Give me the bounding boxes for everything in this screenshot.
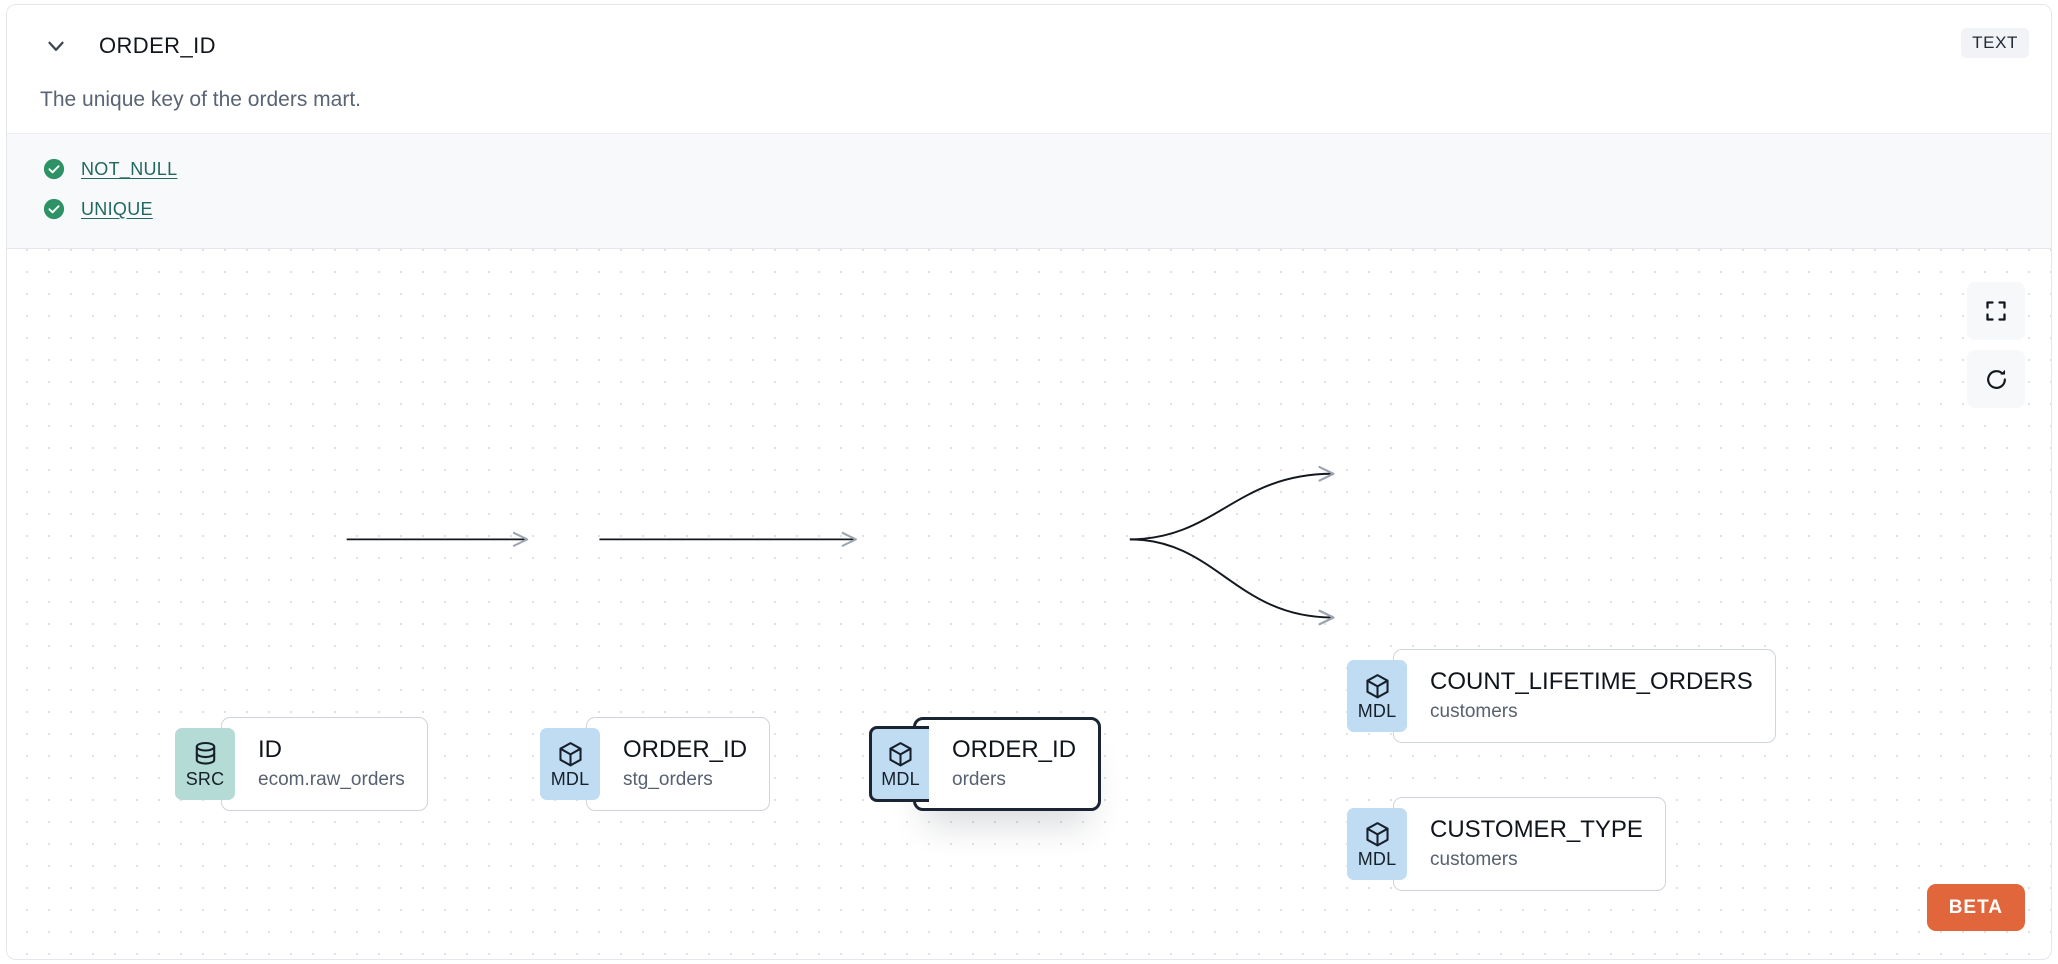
node-type-badge: SRC [175, 728, 235, 800]
page-title: ORDER_ID [99, 33, 216, 58]
node-type-label: SRC [185, 769, 225, 789]
node-type-label: MDL [1357, 849, 1397, 869]
node-column-name: ORDER_ID [952, 736, 1077, 764]
node-type-label: MDL [550, 769, 590, 789]
lineage-node-src[interactable]: SRC ID ecom.raw_orders [175, 717, 428, 811]
lineage-node-orders[interactable]: MDL ORDER_ID orders [869, 717, 1102, 811]
beta-badge[interactable]: BETA [1926, 884, 2025, 931]
node-body: ORDER_ID orders [913, 717, 1102, 811]
node-type-badge: MDL [1347, 660, 1407, 732]
column-description: The unique key of the orders mart. [40, 88, 361, 111]
lineage-node-customer-type[interactable]: MDL CUSTOMER_TYPE customers [1347, 797, 1666, 891]
fit-screen-icon[interactable] [1967, 282, 2025, 340]
tests-section: NOT_NULL UNIQUE [7, 133, 2051, 249]
node-parent-name: stg_orders [623, 768, 713, 790]
node-type-label: MDL [881, 769, 920, 789]
node-column-name: ID [258, 736, 282, 764]
node-body: ORDER_ID stg_orders [586, 717, 771, 811]
chevron-down-icon[interactable] [33, 25, 79, 67]
test-row: UNIQUE [7, 189, 2051, 229]
check-circle-icon [43, 158, 65, 180]
node-parent-name: customers [1430, 700, 1518, 722]
node-body: ID ecom.raw_orders [221, 717, 428, 811]
node-column-name: CUSTOMER_TYPE [1430, 816, 1643, 844]
node-type-label: MDL [1357, 701, 1397, 721]
test-link-not-null[interactable]: NOT_NULL [81, 158, 178, 179]
node-parent-name: ecom.raw_orders [258, 768, 405, 790]
header-title-row: ORDER_ID [7, 25, 2051, 67]
database-icon [195, 741, 215, 765]
cube-icon [889, 742, 912, 767]
canvas-controls [1967, 282, 2025, 408]
column-detail-panel: ORDER_ID TEXT The unique key of the orde… [6, 4, 2052, 960]
node-parent-name: customers [1430, 848, 1518, 870]
node-column-name: COUNT_LIFETIME_ORDERS [1430, 668, 1753, 696]
node-column-name: ORDER_ID [623, 736, 748, 764]
lineage-canvas[interactable]: SRC ID ecom.raw_orders MDL ORDER_ID stg_… [7, 249, 2051, 959]
node-type-badge: MDL [540, 728, 600, 800]
node-type-badge: MDL [1347, 808, 1407, 880]
edge-orders-customer-type [1129, 538, 1335, 626]
edge-orders-count [1129, 465, 1335, 541]
test-link-unique[interactable]: UNIQUE [81, 198, 153, 219]
data-type-badge: TEXT [1961, 28, 2029, 58]
lineage-node-count-lifetime-orders[interactable]: MDL COUNT_LIFETIME_ORDERS customers [1347, 649, 1776, 743]
cube-icon [558, 742, 582, 767]
check-circle-icon [43, 198, 65, 220]
node-body: COUNT_LIFETIME_ORDERS customers [1393, 649, 1776, 743]
lineage-edges [346, 465, 1335, 626]
cube-icon [1365, 674, 1389, 699]
test-row: NOT_NULL [7, 149, 2051, 189]
cube-icon [1365, 822, 1389, 847]
panel-header: ORDER_ID TEXT The unique key of the orde… [7, 5, 2051, 133]
node-body: CUSTOMER_TYPE customers [1393, 797, 1666, 891]
node-type-badge: MDL [869, 726, 929, 802]
refresh-icon[interactable] [1967, 350, 2025, 408]
node-parent-name: orders [952, 768, 1006, 790]
lineage-node-stg-orders[interactable]: MDL ORDER_ID stg_orders [540, 717, 771, 811]
